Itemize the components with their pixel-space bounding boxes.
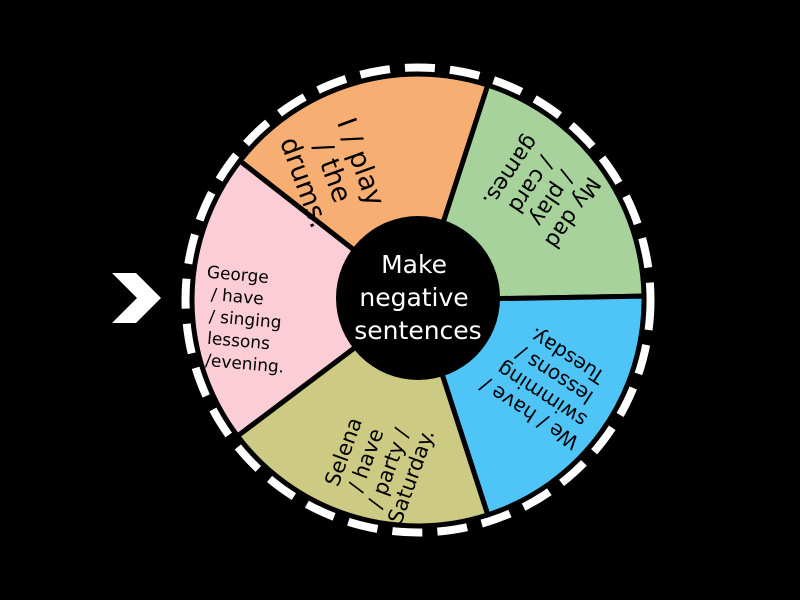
center-hub[interactable]	[336, 216, 500, 380]
center-line-3: sentences	[354, 316, 481, 345]
chevron-right-icon	[112, 273, 161, 323]
svg-text:Make negative sentence: Make negative sentences	[354, 250, 481, 345]
slice-label-line: / have	[210, 285, 264, 310]
wheel-slice-5[interactable]	[189, 157, 423, 440]
center-line-2: negative	[359, 283, 468, 312]
dashed-rim	[181, 63, 655, 537]
center-line-1: Make	[381, 250, 447, 279]
